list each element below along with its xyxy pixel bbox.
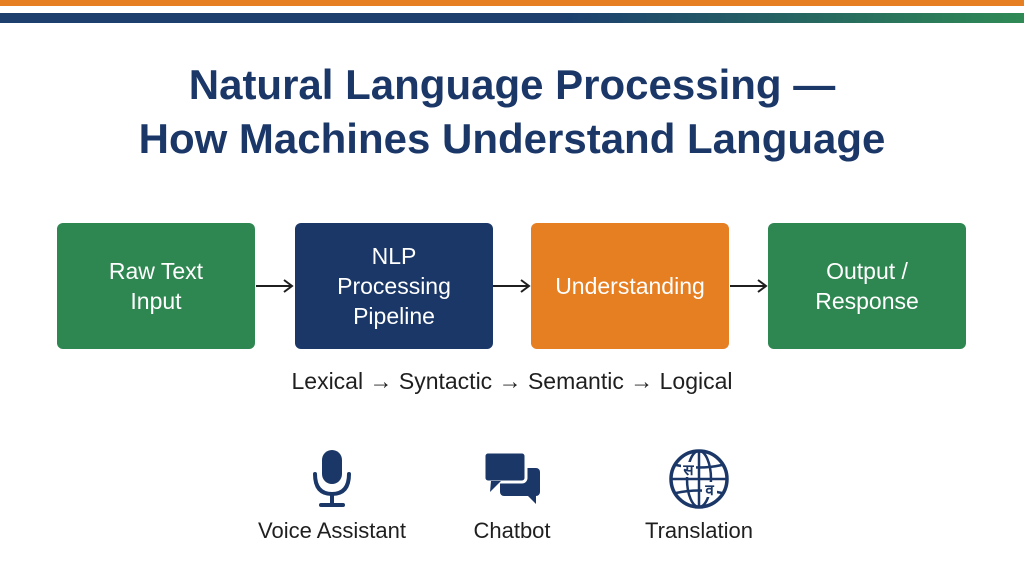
top-stripe-navy xyxy=(0,13,1024,23)
microphone-icon xyxy=(313,450,351,507)
application-label: Chatbot xyxy=(473,518,551,543)
flow-arrow-icon xyxy=(730,279,768,293)
application-label: Translation xyxy=(644,518,753,543)
pipeline-step-label: Raw Text Input xyxy=(108,258,204,314)
top-stripe-orange xyxy=(0,0,1024,6)
pipeline-step-nlp-processing: NLP Processing Pipeline xyxy=(295,223,493,349)
analysis-stages: Lexical → Syntactic → Semantic → Logical xyxy=(291,368,733,394)
translation-glyph: व xyxy=(704,481,714,499)
translation-glyph: स xyxy=(682,461,694,479)
application-voice-assistant: Voice Assistant xyxy=(232,448,432,544)
application-chatbot: Chatbot xyxy=(412,448,612,544)
application-translation: स व Translation xyxy=(599,448,799,544)
chat-bubbles-icon xyxy=(482,450,540,504)
page-title: Natural Language Processing — How Machin… xyxy=(0,58,1024,166)
flow-arrow-icon xyxy=(493,279,531,293)
application-label: Voice Assistant xyxy=(258,518,406,543)
pipeline-step-label: Output / Response xyxy=(815,258,919,314)
title-line-1: Natural Language Processing — xyxy=(188,61,836,108)
pipeline-step-understanding: Understanding xyxy=(531,223,729,349)
pipeline-step-label: Understanding xyxy=(555,273,705,299)
globe-icon: स व xyxy=(669,449,729,509)
flow-arrow-icon xyxy=(256,279,294,293)
pipeline-step-output-response: Output / Response xyxy=(768,223,966,349)
pipeline-step-label: NLP Processing Pipeline xyxy=(337,243,451,329)
title-line-2: How Machines Understand Language xyxy=(138,115,886,162)
pipeline-step-raw-text-input: Raw Text Input xyxy=(57,223,255,349)
